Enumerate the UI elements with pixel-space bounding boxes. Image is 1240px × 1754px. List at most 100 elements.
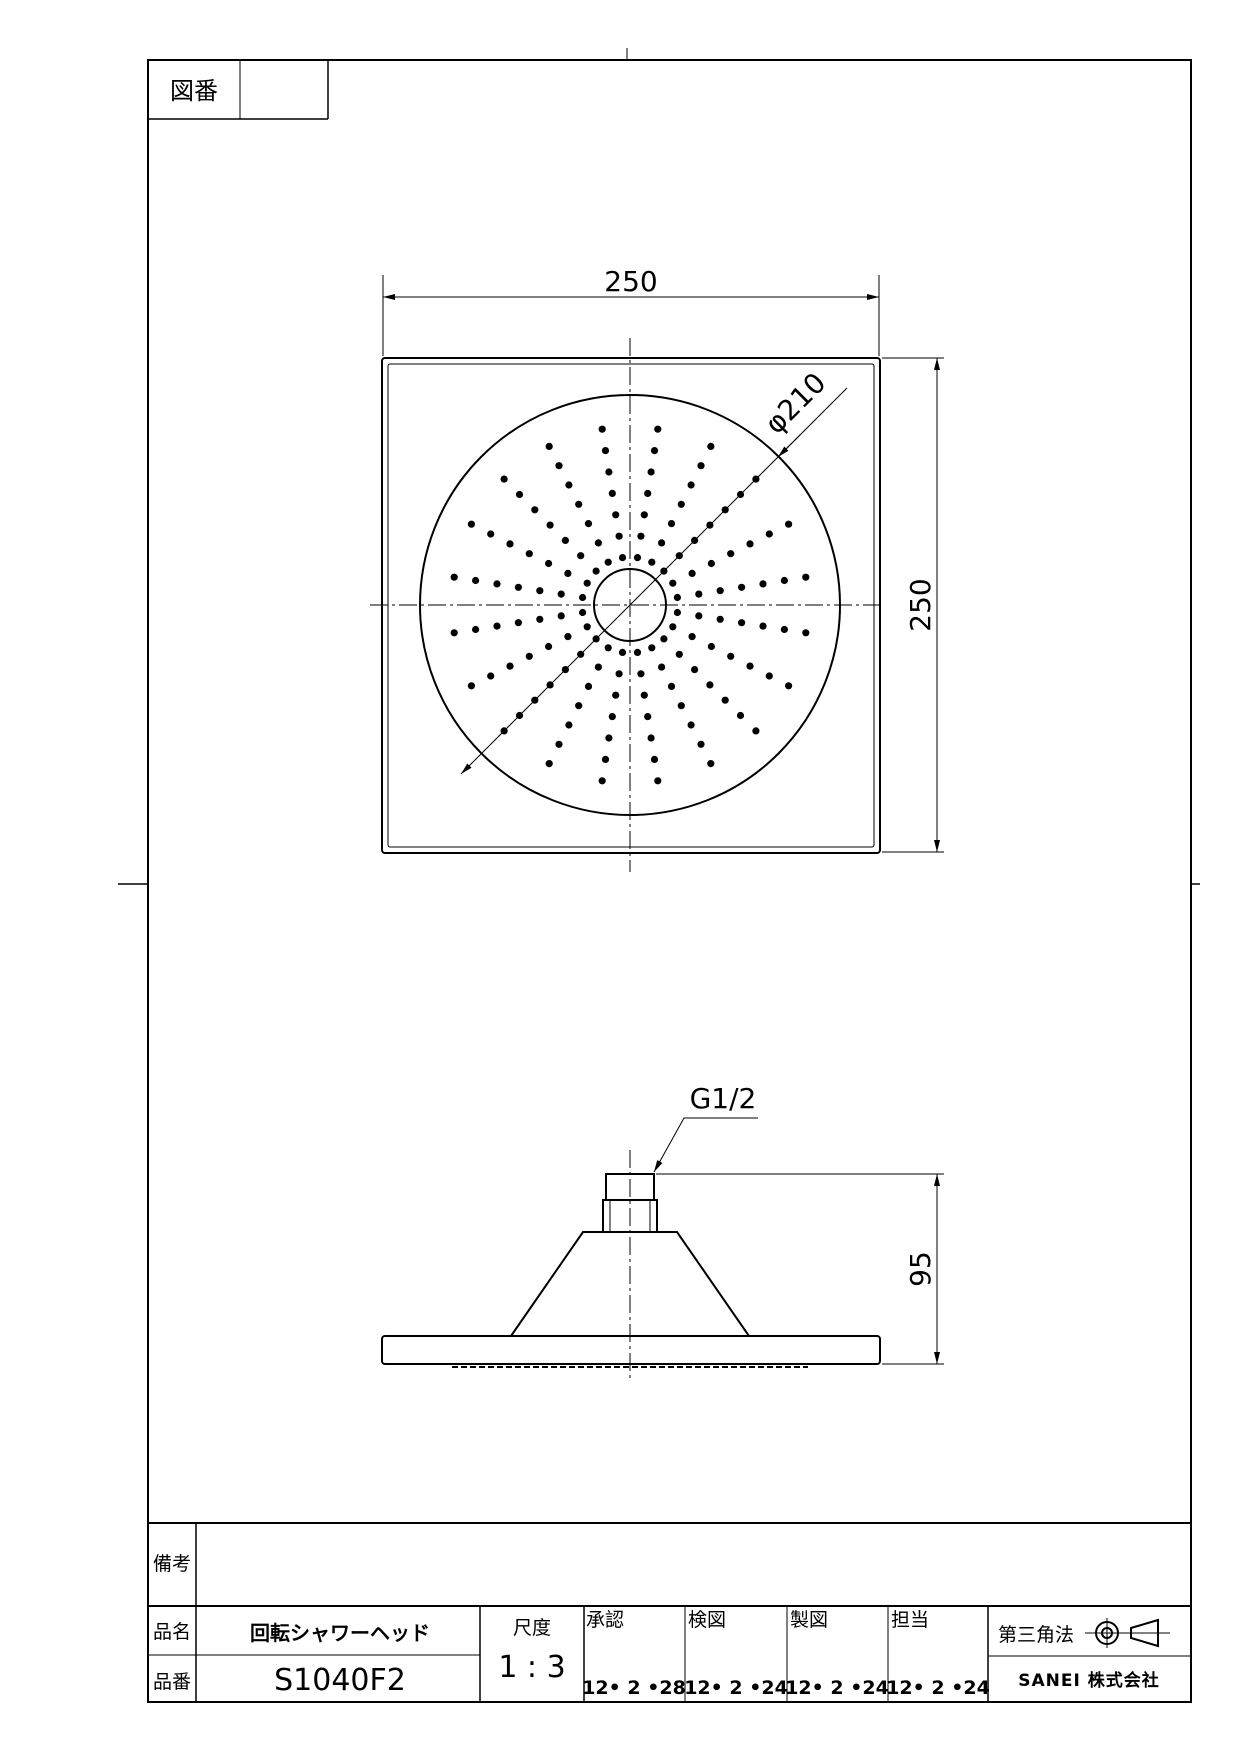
diameter-dim-text: φ210 xyxy=(758,366,832,440)
conical-body xyxy=(509,1231,751,1337)
nozzle-dot xyxy=(677,702,685,710)
height-dim-text: 250 xyxy=(904,578,937,631)
nozzle-dot xyxy=(493,580,501,588)
side-view: G1/2 95 xyxy=(381,1082,944,1380)
nozzle-dot xyxy=(467,682,475,690)
approved-date: 12• 2 •28 xyxy=(582,1677,686,1699)
nozzle-dot xyxy=(561,536,570,545)
nozzle-dot xyxy=(688,633,696,641)
nozzle-dot xyxy=(577,552,585,560)
nozzle-dot xyxy=(667,682,676,691)
nozzle-dot xyxy=(654,777,662,785)
nozzle-dot xyxy=(584,682,593,691)
title-block: 備考 品名 回転シャワーヘッド 品番 S1040F2 尺度 1 : 3 承認 1… xyxy=(148,1522,1191,1702)
nozzle-dot xyxy=(605,468,613,476)
nozzle-dot xyxy=(650,755,659,764)
nozzle-dot xyxy=(598,777,606,785)
nozzle-dot xyxy=(675,650,683,658)
nozzle-dot xyxy=(780,576,789,585)
nozzle-dot xyxy=(633,648,642,657)
nozzle-dot xyxy=(765,672,773,680)
nozzle-dot xyxy=(738,583,746,591)
nozzle-dot xyxy=(615,670,623,678)
nozzle-dot xyxy=(677,500,685,508)
nozzle-dot xyxy=(612,691,620,699)
nozzle-dot xyxy=(545,442,553,450)
nozzle-dot xyxy=(721,696,729,704)
width-dim-text: 250 xyxy=(604,265,657,298)
nozzle-dot xyxy=(687,721,695,729)
product-number: S1040F2 xyxy=(274,1663,406,1698)
nozzle-dot xyxy=(487,672,495,680)
nozzle-dot xyxy=(564,633,572,641)
thread-connector xyxy=(605,1173,655,1201)
nozzle-dot xyxy=(557,612,565,620)
nozzle-dot xyxy=(608,713,616,721)
nozzle-dot xyxy=(500,475,508,483)
nozzle-dot xyxy=(565,721,573,729)
nozzle-dot xyxy=(605,734,613,742)
nozzle-dot xyxy=(673,593,682,602)
diameter-dim-arrow-top xyxy=(777,434,801,458)
center-hub xyxy=(593,568,667,642)
nozzle-dot xyxy=(752,727,760,735)
nozzle-dot xyxy=(608,489,616,497)
nozzle-dot xyxy=(738,619,746,627)
third-angle-projection-icon xyxy=(1085,1618,1170,1648)
nozzle-dot xyxy=(736,711,745,720)
nozzle-dot xyxy=(648,558,656,566)
nozzle-dot xyxy=(716,587,724,595)
nozzle-dot xyxy=(727,652,735,660)
nozzle-dot xyxy=(687,481,695,489)
nozzle-dot xyxy=(450,629,458,637)
nozzle-dot xyxy=(697,462,705,470)
nozzle-dot xyxy=(637,670,645,678)
nozzle-dot xyxy=(565,481,573,489)
drawing-border xyxy=(147,59,1192,1703)
nozzle-dot xyxy=(647,734,655,742)
thread-label: G1/2 xyxy=(690,1082,757,1115)
nozzle-dot xyxy=(536,615,544,623)
nozzle-dot xyxy=(785,682,793,690)
nozzle-dot xyxy=(716,615,724,623)
charge-label: 担当 xyxy=(891,1609,929,1631)
nozzle-dot xyxy=(673,608,682,617)
nozzle-dot xyxy=(650,447,659,455)
nozzle-dot xyxy=(515,490,524,499)
remarks-label: 備考 xyxy=(153,1553,191,1575)
base-plate xyxy=(381,1335,881,1365)
side-height-dim-text: 95 xyxy=(904,1251,937,1287)
nozzle-dot xyxy=(802,629,810,637)
nozzle-dot xyxy=(531,506,539,514)
checked-date: 12• 2 •24 xyxy=(684,1677,788,1699)
scale-value: 1 : 3 xyxy=(498,1650,565,1685)
nozzle-dot xyxy=(536,587,544,595)
nozzle-dot xyxy=(697,740,705,748)
nozzle-dot xyxy=(706,681,714,689)
product-number-label: 品番 xyxy=(153,1671,191,1693)
checked-label: 検図 xyxy=(688,1609,726,1631)
drawing-number-box: 図番 xyxy=(148,60,329,120)
nozzle-dot xyxy=(658,663,666,671)
nozzle-dot xyxy=(564,569,572,578)
nozzle-dot xyxy=(637,532,645,540)
spray-face-circle xyxy=(419,394,841,816)
nozzle-dot xyxy=(555,740,563,748)
nozzle-dot xyxy=(493,622,501,630)
nozzle-dot xyxy=(601,447,610,455)
nozzle-dot xyxy=(472,576,480,585)
nozzle-dot xyxy=(525,652,533,660)
nozzle-dot xyxy=(615,532,623,540)
thread-leader-line xyxy=(653,1117,758,1173)
nozzle-dot xyxy=(640,691,648,699)
nozzle-dot xyxy=(695,590,703,598)
nozzle-dot xyxy=(594,539,603,547)
nozzle-dot xyxy=(707,760,715,768)
nozzle-dot xyxy=(647,468,655,476)
nozzle-dot xyxy=(545,760,553,768)
top-view: 250 250 φ210 xyxy=(370,265,944,872)
nozzle-dot xyxy=(785,520,793,528)
nozzle-dot xyxy=(618,648,627,657)
nozzle-dot xyxy=(604,644,612,652)
